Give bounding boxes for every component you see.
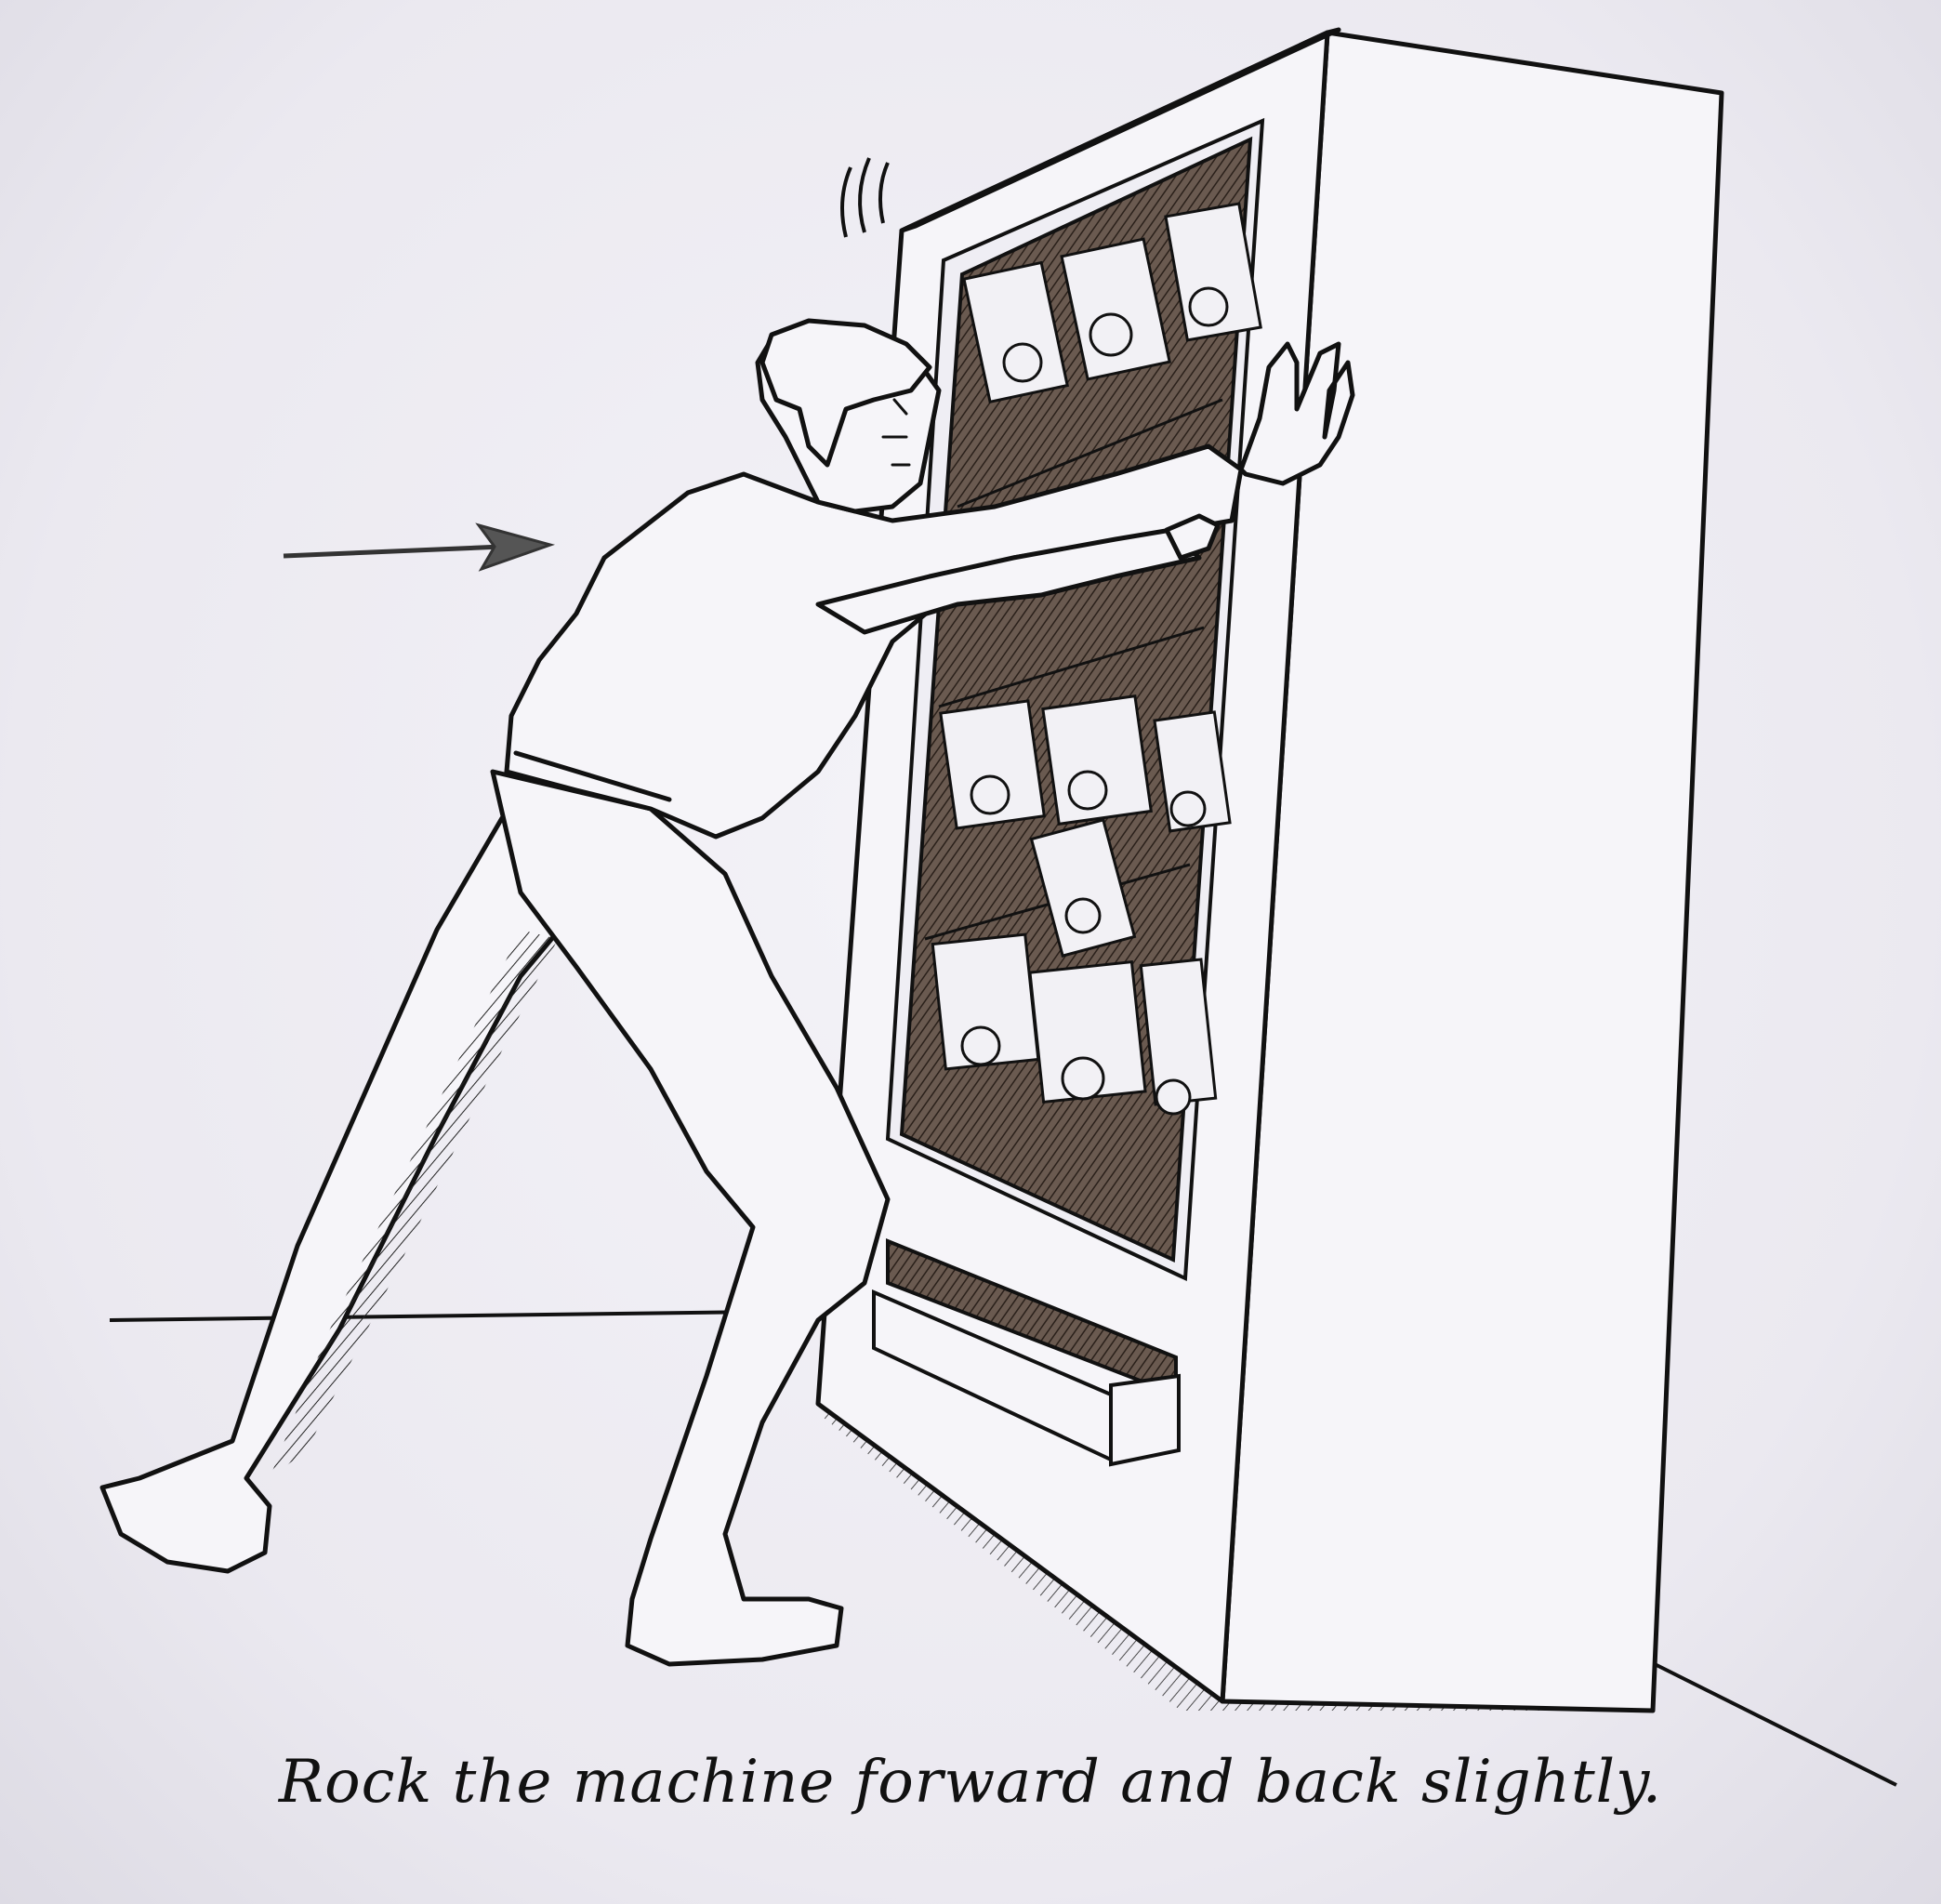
man-figure <box>99 318 1355 1667</box>
motion-lines <box>840 157 890 238</box>
snack-bags <box>931 202 1262 1116</box>
direction-arrow <box>283 522 556 572</box>
caption: Rock the machine forward and back slight… <box>278 1748 1663 1817</box>
dispenser-tray <box>872 1238 1181 1467</box>
floor-lines <box>109 1309 1897 1787</box>
